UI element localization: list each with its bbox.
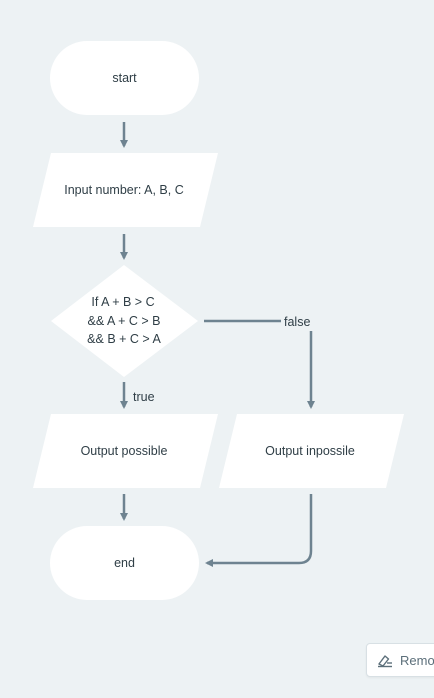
start-node-label: start	[112, 71, 137, 85]
edge-label-true: true	[133, 390, 155, 404]
decision-node[interactable]: If A + B > C && A + C > B && B + C > A	[51, 265, 198, 377]
output-possible-label: Output possible	[81, 444, 168, 458]
decision-line-2: && A + C > B	[88, 314, 161, 328]
remove-button-label: Remove	[400, 652, 434, 668]
output-impossible-node[interactable]: Output inpossile	[219, 414, 404, 488]
eraser-icon	[376, 651, 394, 669]
end-node-label: end	[114, 556, 135, 570]
remove-button[interactable]: Remove	[366, 643, 434, 677]
decision-node-shape	[51, 265, 198, 377]
edge-label-false: false	[284, 315, 310, 329]
start-node[interactable]: start	[50, 41, 199, 115]
output-impossible-shape	[219, 414, 404, 488]
end-node-shape	[50, 526, 199, 600]
input-node[interactable]: Input number: A, B, C	[33, 153, 218, 227]
edges	[120, 122, 315, 567]
decision-line-3: && B + C > A	[87, 332, 161, 346]
input-node-label: Input number: A, B, C	[64, 183, 184, 197]
edge-output-false-to-end	[205, 494, 313, 567]
start-node-shape	[50, 41, 199, 115]
input-node-shape	[33, 153, 218, 227]
decision-line-1: If A + B > C	[91, 295, 154, 309]
end-node[interactable]: end	[50, 526, 199, 600]
output-possible-node[interactable]: Output possible	[33, 414, 218, 488]
output-impossible-label: Output inpossile	[265, 444, 355, 458]
output-possible-shape	[33, 414, 218, 488]
